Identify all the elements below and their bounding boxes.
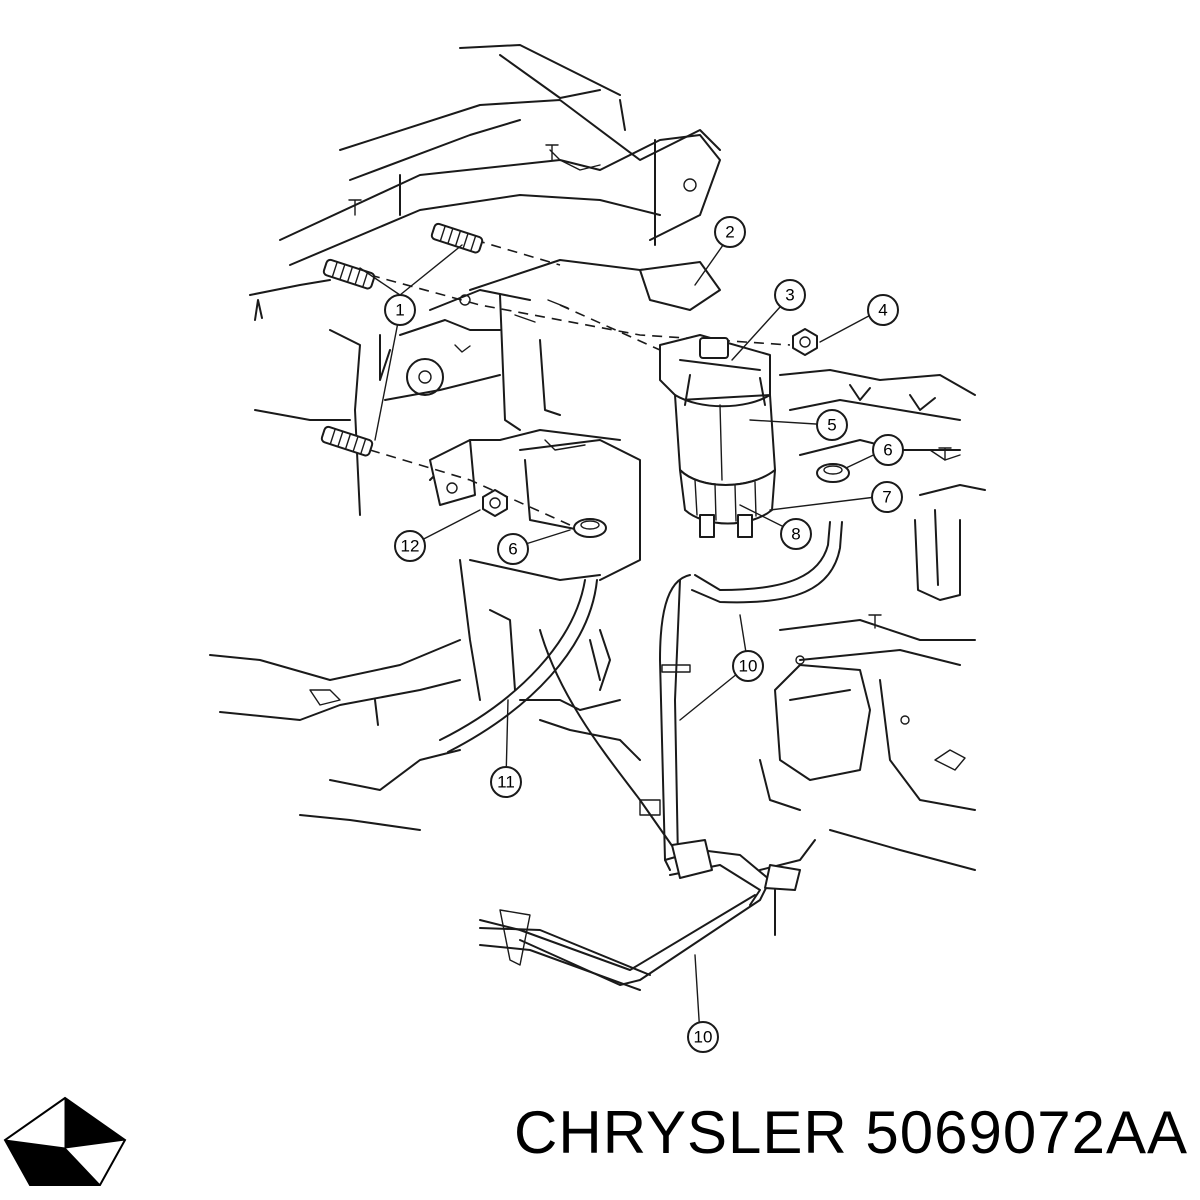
callout-12: 12 [394, 530, 426, 562]
mounting-studs [320, 222, 569, 457]
callout-2: 2 [714, 216, 746, 248]
svg-text:8: 8 [791, 525, 800, 544]
nut-4 [792, 328, 818, 356]
svg-text:2: 2 [725, 223, 734, 242]
svg-text:3: 3 [785, 286, 794, 305]
svg-text:10: 10 [694, 1028, 713, 1047]
callout-11: 11 [490, 766, 522, 798]
brand-name: CHRYSLER [514, 1099, 848, 1166]
part-number: 5069072AA [865, 1099, 1188, 1166]
callout-5: 5 [816, 409, 848, 441]
chrysler-pentastar-icon [3, 1096, 127, 1186]
nut-12 [482, 489, 508, 517]
callout-10-lower: 10 [687, 1021, 719, 1053]
nuts-and-grommets [482, 328, 850, 538]
grommet-6-left [573, 518, 607, 538]
svg-text:6: 6 [508, 540, 517, 559]
callout-6-left: 6 [497, 533, 529, 565]
fuel-lines [439, 521, 843, 991]
brand-part-number: CHRYSLER 5069072AA [514, 1098, 1188, 1167]
vehicle-frame-linework [209, 44, 986, 871]
callout-3: 3 [774, 279, 806, 311]
svg-text:12: 12 [401, 537, 420, 556]
callout-6-right: 6 [872, 434, 904, 466]
callout-8: 8 [780, 518, 812, 550]
stud-upper-left [322, 258, 376, 290]
callout-10-upper: 10 [732, 650, 764, 682]
stud-upper-right [430, 222, 484, 254]
svg-text:4: 4 [878, 301, 887, 320]
svg-text:5: 5 [827, 416, 836, 435]
svg-text:1: 1 [395, 301, 404, 320]
leader-lines [359, 237, 885, 1036]
svg-text:6: 6 [883, 441, 892, 460]
svg-text:11: 11 [497, 773, 515, 792]
callout-1: 1 [384, 294, 416, 326]
svg-text:10: 10 [739, 657, 758, 676]
assembly-guide-lines [369, 239, 791, 526]
stud-lower [320, 425, 374, 457]
svg-text:7: 7 [882, 488, 891, 507]
callout-4: 4 [867, 294, 899, 326]
grommet-6-right [816, 463, 850, 483]
fuel-filter-assembly [659, 334, 776, 538]
callout-7: 7 [871, 481, 903, 513]
